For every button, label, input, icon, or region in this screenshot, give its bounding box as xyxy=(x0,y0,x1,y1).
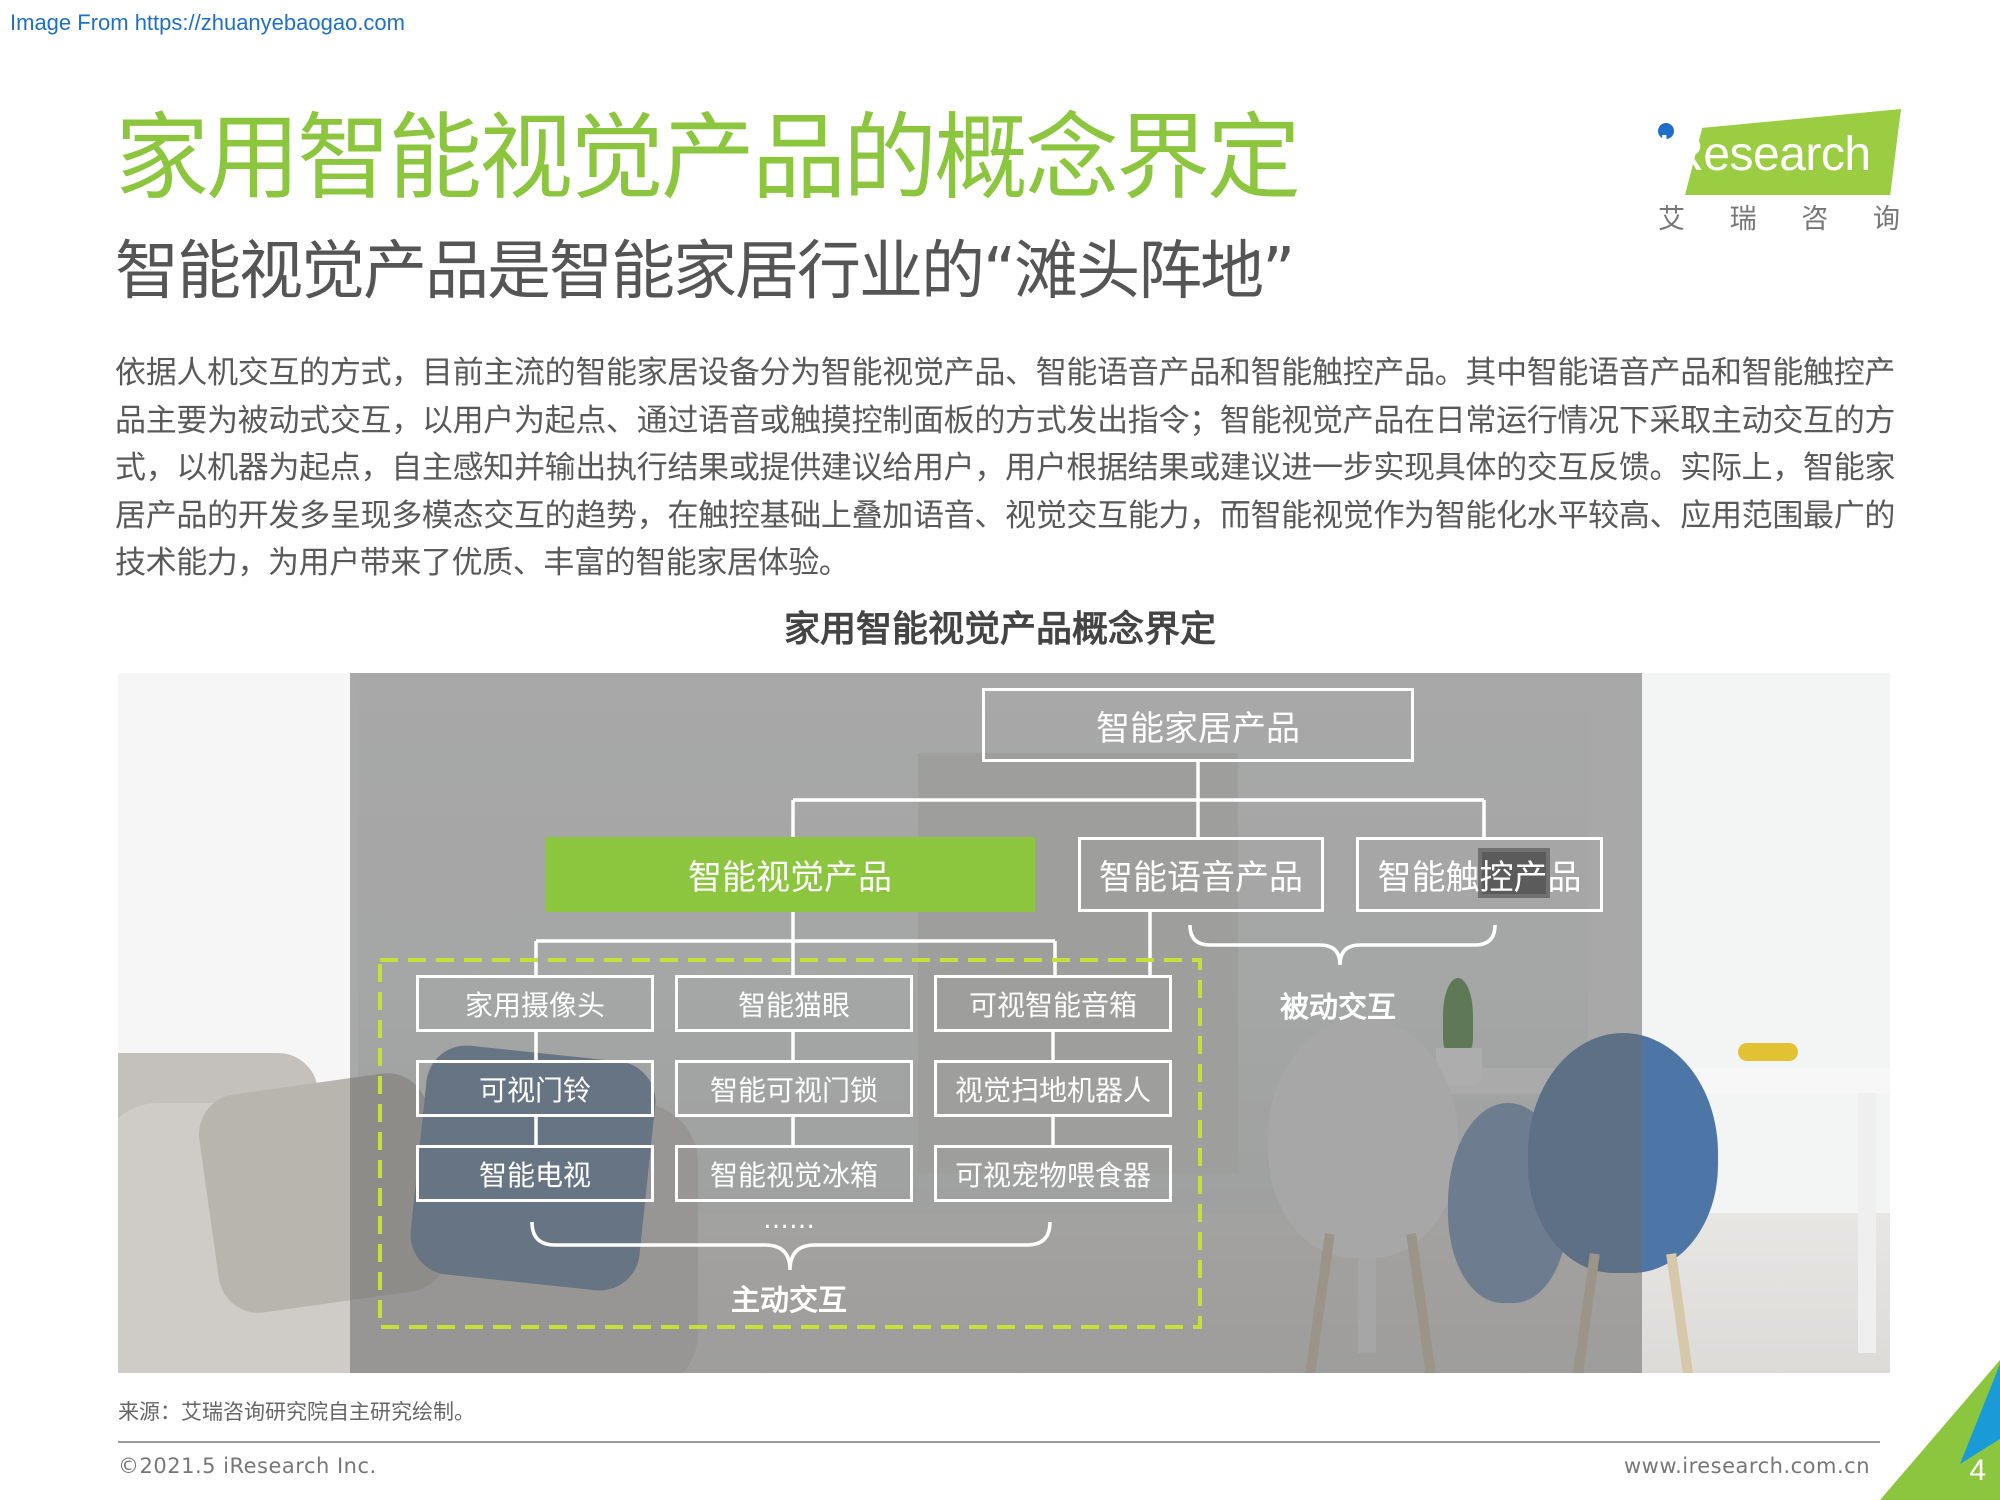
footer-divider xyxy=(118,1441,1880,1443)
active-group-dashed-border xyxy=(378,958,1202,1329)
passive-brace xyxy=(1188,924,1497,966)
page-subtitle: 智能视觉产品是智能家居行业的“滩头阵地” xyxy=(115,235,1295,309)
logo-cn-char: 咨 xyxy=(1801,204,1829,235)
copyright-text: ©2021.5 iResearch Inc. xyxy=(118,1454,377,1478)
page-corner-decoration: 4 xyxy=(1880,1360,2000,1500)
node-smart-touch-products: 智能触控产品 xyxy=(1356,837,1603,912)
iresearch-logo: iResearch 艾 瑞 咨 询 xyxy=(1650,105,1901,236)
source-url-watermark: Image From https://zhuanyebaogao.com xyxy=(10,10,405,35)
node-visual-robot-vacuum: 视觉扫地机器人 xyxy=(934,1060,1172,1117)
node-smart-visual-fridge: 智能视觉冰箱 xyxy=(675,1145,913,1202)
node-smart-peephole: 智能猫眼 xyxy=(675,975,913,1032)
logo-wordmark: iResearch xyxy=(1659,128,1871,181)
logo-cn-char: 询 xyxy=(1872,204,1900,235)
source-note: 来源：艾瑞咨询研究院自主研究绘制。 xyxy=(118,1400,475,1424)
body-paragraph: 依据人机交互的方式，目前主流的智能家居设备分为智能视觉产品、智能语音产品和智能触… xyxy=(115,355,1895,581)
logo-chinese-name: 艾 瑞 咨 询 xyxy=(1658,197,1900,236)
logo-cn-char: 瑞 xyxy=(1729,204,1757,235)
node-smart-tv: 智能电视 xyxy=(416,1145,654,1202)
photo-bananas xyxy=(1738,1043,1798,1061)
node-home-camera: 家用摄像头 xyxy=(416,975,654,1032)
page-number: 4 xyxy=(1969,1454,1986,1487)
node-smart-visual-products: 智能视觉产品 xyxy=(545,837,1035,912)
node-smart-home-products: 智能家居产品 xyxy=(982,688,1414,762)
node-visual-pet-feeder: 可视宠物喂食器 xyxy=(934,1145,1172,1202)
diagram-overlay xyxy=(350,673,1642,1373)
photo-table-leg xyxy=(1858,1093,1876,1353)
page-title: 家用智能视觉产品的概念界定 xyxy=(115,104,1301,213)
node-smart-voice-products: 智能语音产品 xyxy=(1078,837,1324,912)
website-url: www.iresearch.com.cn xyxy=(1623,1454,1870,1478)
more-products-ellipsis: …… xyxy=(763,1205,815,1235)
passive-interaction-label: 被动交互 xyxy=(1280,990,1397,1024)
node-smart-visual-lock: 智能可视门锁 xyxy=(675,1060,913,1117)
active-brace xyxy=(530,1221,1052,1271)
node-video-doorbell: 可视门铃 xyxy=(416,1060,654,1117)
figure-title: 家用智能视觉产品概念界定 xyxy=(783,609,1216,650)
logo-dot-icon xyxy=(1658,123,1674,139)
node-visual-smart-speaker: 可视智能音箱 xyxy=(934,975,1172,1032)
active-interaction-label: 主动交互 xyxy=(731,1283,848,1317)
logo-cn-char: 艾 xyxy=(1658,204,1685,235)
